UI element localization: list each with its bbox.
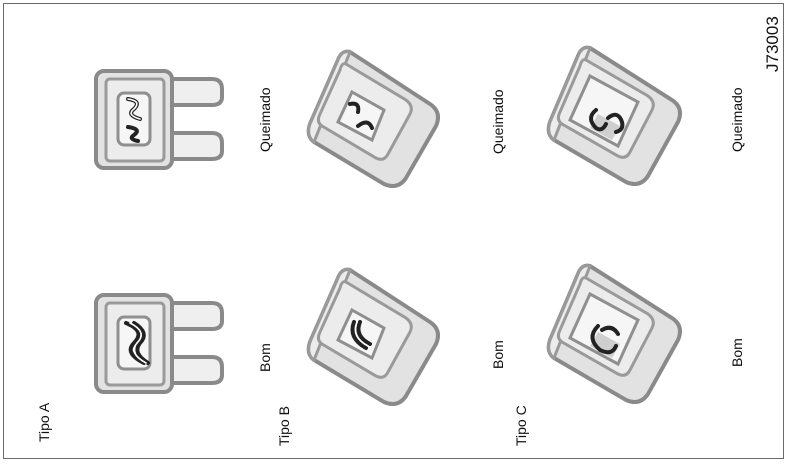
type-a-good-label: Bom [258, 343, 272, 372]
type-a-blown-fuse-illustration [90, 67, 230, 172]
type-b-good-label: Bom [491, 340, 505, 369]
figure-code: J73003 [764, 16, 781, 72]
type-b-blown-fuse-illustration [302, 44, 470, 194]
type-c-blown-fuse-illustration [542, 40, 712, 192]
type-c-good-label: Bom [730, 338, 744, 367]
figure-frame: J73003 Tipo A Tipo B Tipo C Bom Bom Bom … [3, 3, 784, 459]
type-c-good-fuse-illustration [542, 258, 712, 410]
type-a-good-fuse-illustration [90, 291, 230, 396]
type-b-good-fuse-illustration [302, 262, 470, 412]
type-b-blown-label: Queimado [491, 89, 505, 154]
type-a-label: Tipo A [37, 403, 51, 442]
type-a-blown-label: Queimado [258, 87, 272, 152]
type-c-label: Tipo C [514, 405, 528, 446]
type-c-blown-label: Queimado [730, 87, 744, 152]
type-b-label: Tipo B [277, 406, 291, 446]
